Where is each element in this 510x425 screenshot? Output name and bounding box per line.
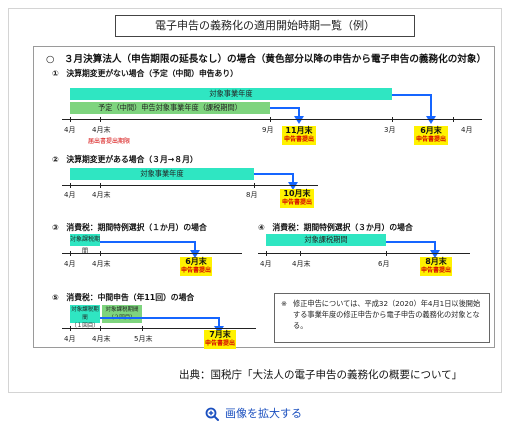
section3-arrow (190, 250, 200, 258)
section3-tick-2 (100, 251, 101, 256)
section4-axis (258, 253, 470, 254)
section3-axis (62, 253, 242, 254)
section5-bar-period-1: 対象課税期間 （１回目） (70, 305, 100, 329)
section1-tick-4 (392, 117, 393, 122)
section1-deadline-jun: 6月末 申告書提出 (414, 126, 448, 145)
zoom-in-icon[interactable] (205, 406, 219, 421)
section1-deadline-jun-sub: 申告書提出 (415, 136, 446, 143)
section5-blue-drop (218, 317, 220, 327)
section4-tick-1 (266, 251, 267, 256)
section4-deadline-sub: 申告書提出 (420, 267, 451, 274)
section4-tick-label-1: 4月 (260, 260, 272, 268)
section5-tick-label-3: 5月末 (134, 335, 153, 343)
section4-deadline-aug: 8月末 申告書提出 (420, 257, 452, 276)
section5-tick-3 (142, 326, 143, 331)
section2-bar-fiscal-year: 対象事業年度 (70, 168, 254, 180)
section3-blue-line (100, 241, 196, 243)
section2-label: ② 決算期変更がある場合（３月→８月） (52, 155, 198, 164)
note-text: 修正申告については、平成32（2020）年4月1日以後開始する事業年度の修正申告… (293, 299, 481, 330)
section1-tick-label-4: 3月 (384, 126, 396, 134)
section5-tick-label-2: 4月末 (92, 335, 111, 343)
section5-tick-2 (100, 326, 101, 331)
source-caption: 出典：国税庁「大法人の電子申告の義務化の概要について」 (179, 369, 463, 381)
section4-blue-line (386, 241, 436, 243)
section1-tick-label-5: 4月 (461, 126, 473, 134)
section5-deadline-jul: 7月末 申告書提出 (204, 330, 236, 349)
diagram-frame: ○ ３月決算法人（申告期限の延長なし）の場合（黄色部分以降の申告から電子申告の義… (33, 46, 495, 349)
section1-arrow-b (426, 116, 436, 124)
section1-blue-drop-a (298, 107, 300, 117)
section2-blue-drop (292, 173, 294, 183)
section1-tick-1 (70, 117, 71, 122)
section2-tick-label-1: 4月 (64, 191, 76, 199)
amendment-note: ※ 修正申告については、平成32（2020）年4月1日以後開始する事業年度の修正… (274, 293, 490, 343)
section1-tick-label-3: 9月 (262, 126, 274, 134)
section2-tick-label-2: 4月末 (92, 191, 111, 199)
section1-tick-label-1: 4月 (64, 126, 76, 134)
section3-tick-label-1: 4月 (64, 260, 76, 268)
note-mark: ※ (281, 299, 288, 308)
section4-tick-label-2: 4月末 (292, 260, 311, 268)
section1-blue-drop-b (430, 94, 432, 117)
section5-bar-1-line2: （１回目） (71, 323, 99, 329)
section5-tick-1 (70, 326, 71, 331)
diagram-title: 電子申告の義務化の適用開始時期一覧（例） (115, 15, 415, 37)
image-card: 電子申告の義務化の適用開始時期一覧（例） ○ ３月決算法人（申告期限の延長なし）… (8, 8, 502, 393)
section4-blue-drop (434, 241, 436, 251)
section2-tick-label-3: 8月 (246, 191, 258, 199)
section1-tick-3 (270, 117, 271, 122)
section4-arrow (430, 250, 440, 258)
section4-label: ④ 消費税：期間特例選択（３か月）の場合 (258, 223, 413, 232)
section1-tick-label-2: 4月末 (92, 126, 111, 134)
section1-bar-fiscal-year: 対象事業年度 (70, 88, 392, 100)
section4-tick-2 (300, 251, 301, 256)
section4-tick-label-3: 6月 (378, 260, 390, 268)
main-heading: ○ ３月決算法人（申告期限の延長なし）の場合（黄色部分以降の申告から電子申告の義… (46, 54, 487, 65)
section1-tick-5 (453, 117, 454, 122)
section3-bar-period: 対象課税期間 (70, 234, 101, 255)
section3-deadline-jun: 6月末 申告書提出 (180, 257, 212, 276)
section1-tick-2 (100, 117, 101, 122)
section3-label: ③ 消費税：期間特例選択（１か月）の場合 (52, 223, 207, 232)
section5-bar-period-2: 対象課税期間 （２回目） (102, 305, 142, 323)
section5-label: ⑤ 消費税：中間申告（年11回）の場合 (52, 293, 195, 302)
section2-tick-3 (254, 183, 255, 188)
section5-bar-1-line1: 対象課税期間 (71, 307, 99, 321)
section1-bar-interim: 予定（中間）申告対象事業年度（課税期間） (70, 102, 270, 114)
section4-bar-period: 対象課税期間 (266, 234, 386, 246)
section5-axis (62, 328, 256, 329)
section4-deadline-month: 8月末 (425, 257, 447, 266)
section2-axis (62, 185, 318, 186)
section1-label: ① 決算期変更がない場合（予定（中間）申告あり） (52, 69, 238, 78)
section2-arrow (288, 182, 298, 190)
section1-arrow-a (294, 116, 304, 124)
zoom-link[interactable]: 画像を拡大する (205, 405, 302, 421)
section1-filing-deadline-note: 届出書提出期限 (88, 138, 131, 145)
section1-blue-line-b (392, 94, 432, 96)
section5-deadline-month: 7月末 (209, 330, 231, 339)
section4-tick-3 (386, 251, 387, 256)
section2-tick-1 (70, 183, 71, 188)
section1-deadline-nov-month: 11月末 (285, 126, 313, 135)
section3-tick-label-2: 4月末 (92, 260, 111, 268)
zoom-label[interactable]: 画像を拡大する (225, 407, 302, 420)
section1-deadline-nov-sub: 申告書提出 (283, 136, 314, 143)
section5-bar-2-line1: 対象課税期間 (105, 307, 139, 313)
section5-tick-label-1: 4月 (64, 335, 76, 343)
section3-deadline-month: 6月末 (185, 257, 207, 266)
section2-tick-2 (100, 183, 101, 188)
section2-deadline-oct: 10月末 申告書提出 (280, 189, 314, 208)
section1-blue-line-a (270, 107, 300, 109)
section3-deadline-sub: 申告書提出 (180, 267, 211, 274)
section1-axis (62, 119, 482, 120)
section2-deadline-sub: 申告書提出 (281, 199, 312, 206)
section2-deadline-month: 10月末 (283, 189, 311, 198)
section5-deadline-sub: 申告書提出 (204, 340, 235, 347)
section2-blue-line (254, 173, 294, 175)
section1-deadline-nov: 11月末 申告書提出 (282, 126, 316, 145)
section1-deadline-jun-month: 6月末 (420, 126, 442, 135)
section3-tick-1 (70, 251, 71, 256)
section5-blue-line (100, 317, 220, 319)
section3-blue-drop (194, 241, 196, 251)
